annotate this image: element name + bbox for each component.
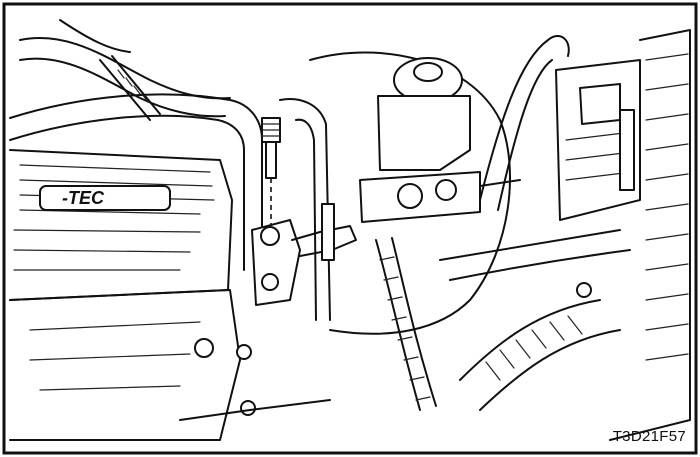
wiring-harness: [375, 237, 437, 411]
figure-code: T3D21F57: [612, 428, 686, 445]
engine-block: [9, 289, 331, 441]
corrugated-hose: [459, 299, 621, 411]
master-cylinder: [359, 57, 521, 223]
intake-pipe: [9, 93, 331, 321]
brake-booster: [309, 51, 511, 335]
engine-cover: [9, 149, 233, 301]
sensor-bracket: [251, 117, 357, 306]
right-hose: [439, 35, 631, 281]
relay-box: [555, 59, 641, 221]
upper-hoses: [19, 19, 231, 121]
engine-badge-text: -TEC: [62, 188, 105, 208]
radiator: [576, 29, 691, 441]
